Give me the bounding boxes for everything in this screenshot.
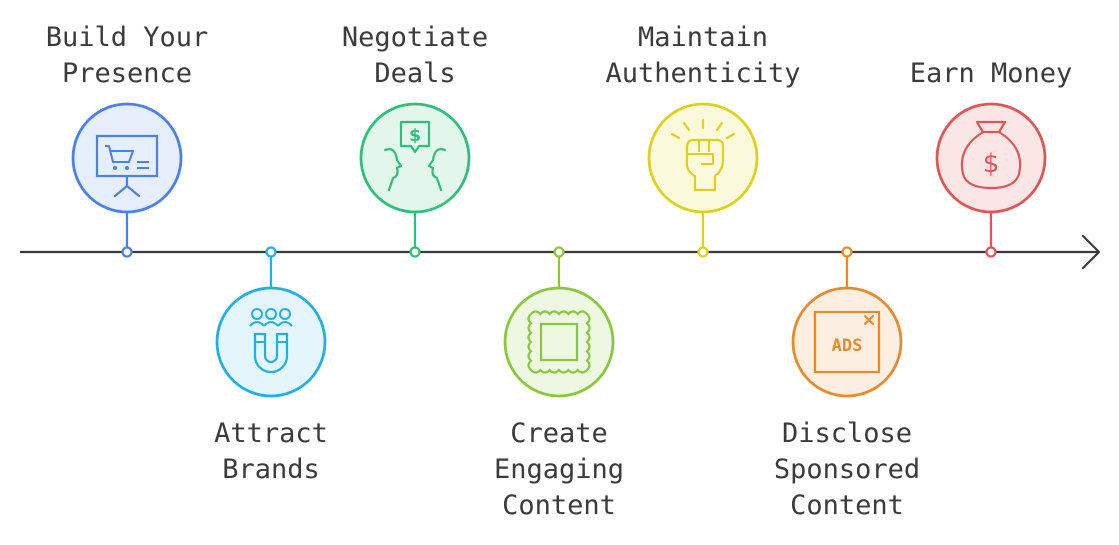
svg-text:ADS: ADS	[832, 336, 863, 356]
content-frame-icon	[527, 310, 591, 374]
svg-text:$: $	[409, 126, 421, 146]
magnet-people-icon	[249, 308, 293, 374]
ads-icon: ADS	[813, 310, 881, 374]
step-label: Earn Money	[909, 58, 1073, 89]
svg-text:$: $	[983, 149, 1000, 179]
timeline-step: $	[359, 102, 471, 258]
timeline-step: $	[935, 102, 1047, 258]
step-badge	[215, 286, 327, 398]
step-badge	[71, 102, 183, 214]
money-bag-icon: $	[960, 120, 1022, 190]
negotiation-faces-icon: $	[383, 120, 447, 192]
milestone-dot	[697, 246, 709, 258]
step-badge	[359, 102, 471, 214]
milestone-dot	[985, 246, 997, 258]
timeline-step	[71, 102, 183, 258]
milestone-dot	[841, 246, 853, 258]
step-label: Negotiate Deals	[341, 22, 489, 89]
raised-fist-icon	[670, 118, 736, 192]
timeline-step: ADS	[791, 246, 903, 398]
milestone-dot	[409, 246, 421, 258]
timeline-step	[647, 102, 759, 258]
step-label: Build Your Presence	[45, 22, 209, 89]
step-label: Create Engaging Content	[493, 418, 625, 521]
milestone-dot	[121, 246, 133, 258]
step-label: Attract Brands	[214, 418, 328, 485]
milestone-dot	[553, 246, 565, 258]
step-badge	[503, 286, 615, 398]
step-badge	[791, 286, 903, 398]
timeline-step	[503, 246, 615, 398]
timeline-arrowhead	[1081, 234, 1101, 270]
milestone-dot	[265, 246, 277, 258]
step-label: Maintain Authenticity	[605, 22, 801, 89]
step-badge	[647, 102, 759, 214]
presentation-cart-icon	[95, 134, 159, 198]
timeline-step	[215, 246, 327, 398]
step-badge	[935, 102, 1047, 214]
step-label: Disclose Sponsored Content	[773, 418, 921, 521]
